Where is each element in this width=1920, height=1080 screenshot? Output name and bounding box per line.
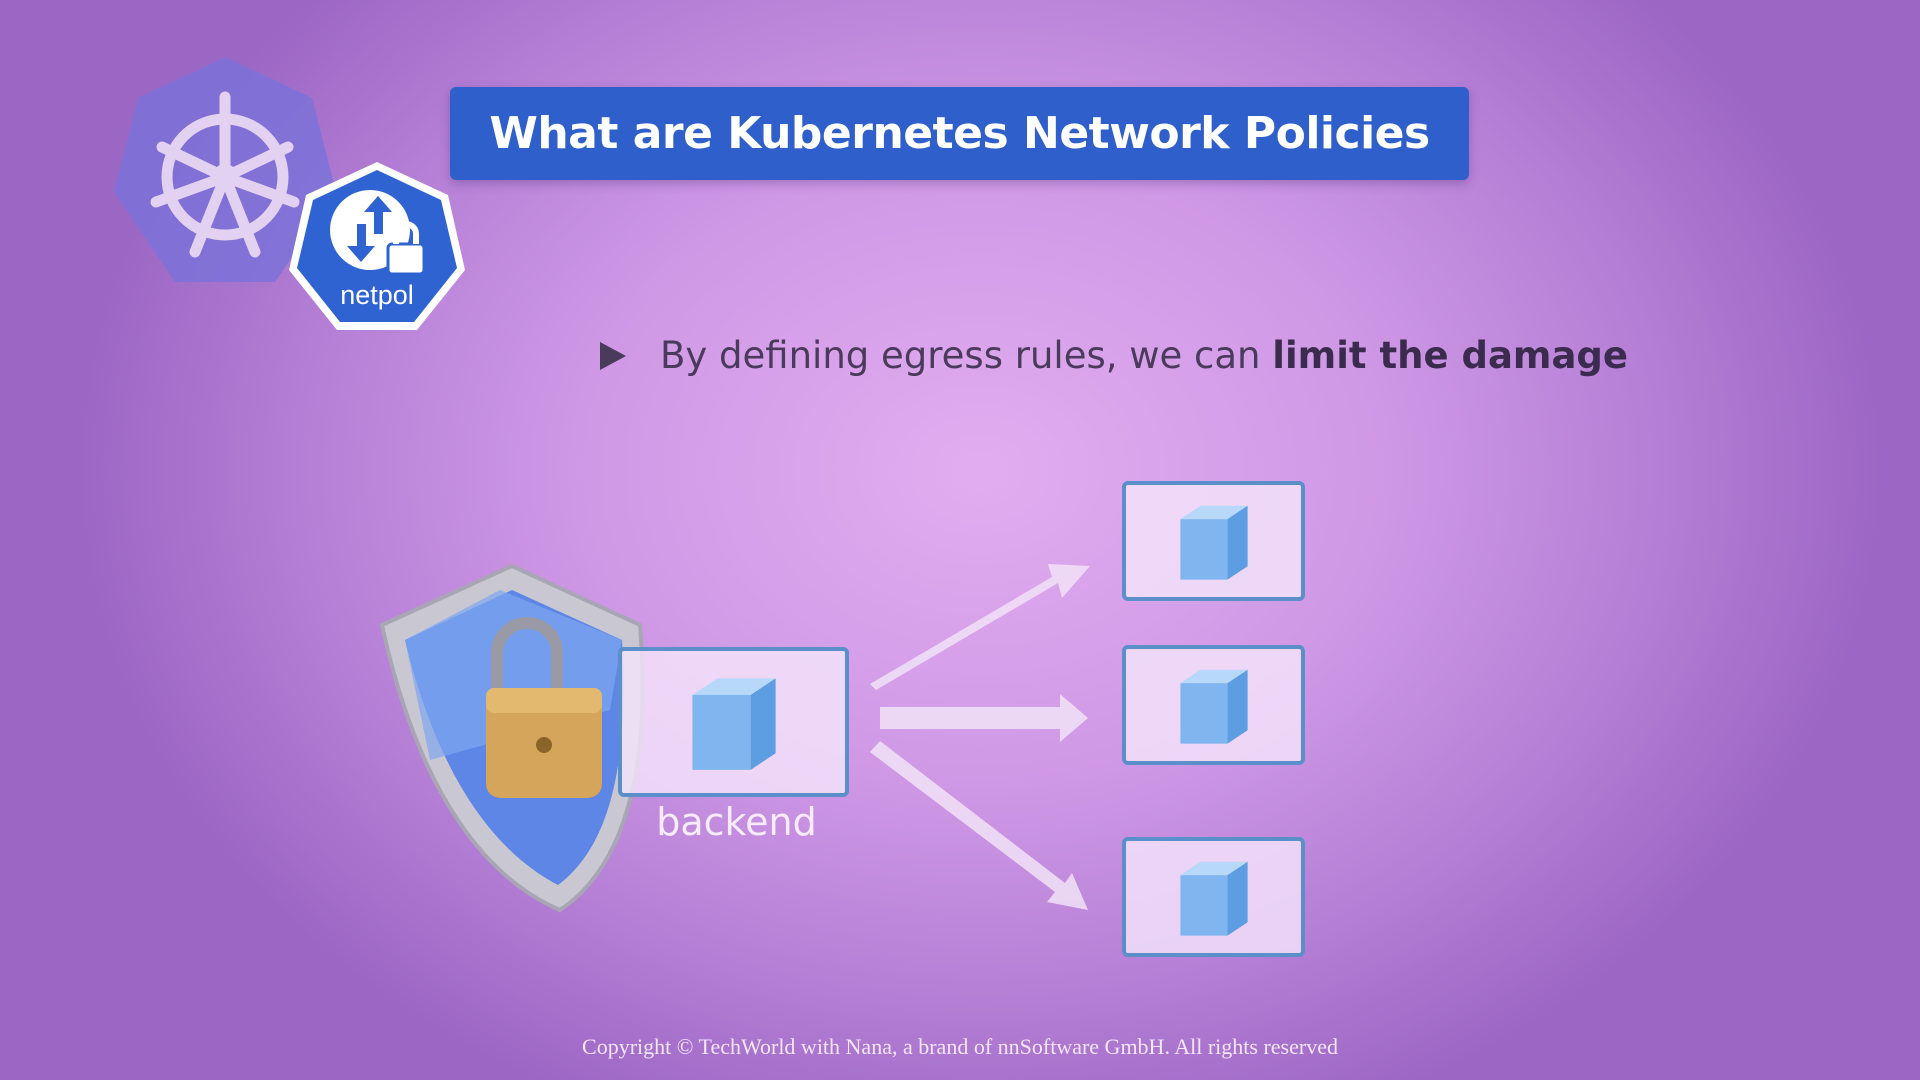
backend-pod (618, 647, 849, 797)
pod-cube-icon (1179, 669, 1248, 744)
target-pod-3 (1122, 837, 1305, 957)
pod-cube-icon (1179, 861, 1248, 936)
backend-cube-icon (691, 678, 776, 770)
netpol-badge-icon (289, 162, 465, 330)
target-pod-2 (1122, 645, 1305, 765)
shield-lock-icon (379, 563, 645, 913)
pod-cube-icon (1179, 505, 1248, 580)
bullet-arrow-icon (600, 341, 626, 370)
arrow-to-pod-2 (880, 694, 1088, 742)
bullet-text-bold: limit the damage (1272, 334, 1629, 377)
copyright-footer: Copyright © TechWorld with Nana, a brand… (582, 1034, 1338, 1059)
kubernetes-logo-icon (114, 57, 336, 282)
arrow-to-pod-3 (870, 741, 1088, 910)
bullet-text-plain: By defining egress rules, we can (660, 334, 1273, 377)
target-pod-1 (1122, 481, 1305, 601)
bullet-text: By defining egress rules, we can limit t… (660, 334, 1628, 377)
page-title: What are Kubernetes Network Policies (489, 108, 1430, 159)
netpol-label: netpol (340, 280, 414, 310)
title-banner: What are Kubernetes Network Policies (450, 87, 1469, 180)
arrow-to-pod-1 (870, 564, 1090, 690)
backend-label: backend (656, 800, 817, 844)
bullet-point: By defining egress rules, we can limit t… (600, 334, 1628, 377)
